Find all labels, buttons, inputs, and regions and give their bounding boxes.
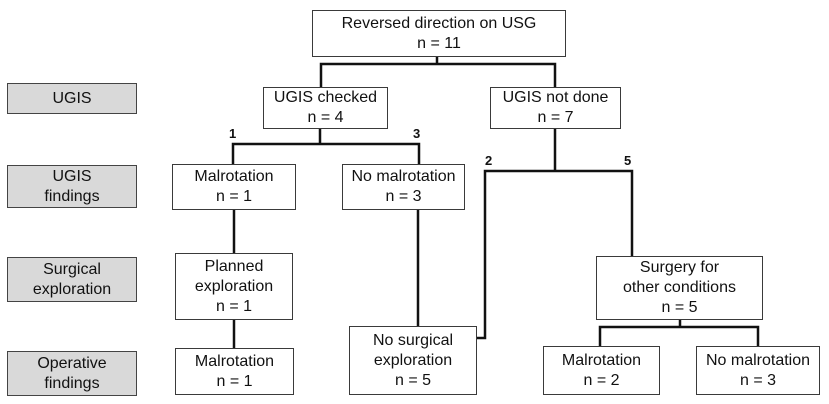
node-title: exploration [194, 277, 274, 295]
node-count: n = 5 [394, 371, 432, 389]
node-malrotation-operative: Malrotation n = 1 [175, 348, 294, 395]
stage-label-ugis: UGIS [7, 83, 137, 114]
node-title: No surgical [372, 331, 454, 349]
branch-count-no-malrotation: 3 [413, 126, 421, 141]
stage-label-ugis-findings: UGIS findings [7, 165, 137, 208]
node-ugis-checked: UGIS checked n = 4 [263, 87, 388, 129]
node-no-malrotation-ugis: No malrotation n = 3 [342, 164, 465, 210]
node-root: Reversed direction on USG n = 11 [312, 10, 566, 57]
node-title: Malrotation [194, 352, 275, 370]
stage-label-line: exploration [32, 280, 112, 298]
node-count: n = 1 [216, 372, 253, 390]
stage-label-line: UGIS [52, 167, 92, 185]
node-count: n = 3 [739, 371, 777, 389]
node-title: UGIS checked [273, 89, 378, 106]
edge-surgery-other-to-operative [598, 318, 760, 348]
node-title: Malrotation [561, 351, 642, 369]
node-title: exploration [373, 351, 453, 369]
stage-label-line: findings [44, 187, 100, 205]
stage-label-operative-findings: Operative findings [7, 351, 137, 396]
edge-ugis-not-done-to-branches [475, 127, 634, 340]
node-no-surgical-exploration: No surgical exploration n = 5 [349, 326, 477, 395]
stage-label-line: findings [44, 374, 100, 392]
node-surgery-other-conditions: Surgery for other conditions n = 5 [596, 256, 763, 320]
node-count: n = 3 [385, 188, 422, 205]
branch-count-malrotation: 1 [229, 126, 237, 141]
edge-ugis-checked-to-findings [231, 127, 421, 166]
stage-label-line: UGIS [52, 89, 92, 107]
node-title: Surgery for [639, 259, 720, 276]
node-title: Reversed direction on USG [341, 14, 537, 32]
node-count: n = 11 [417, 34, 461, 52]
node-count: n = 1 [215, 297, 253, 315]
stage-label-line: Surgical [43, 260, 101, 278]
node-title: Planned [204, 257, 264, 275]
node-title: UGIS not done [502, 89, 609, 106]
node-count: n = 2 [583, 371, 620, 389]
node-no-malrotation-operative: No malrotation n = 3 [696, 346, 820, 395]
node-count: n = 7 [537, 109, 574, 126]
node-malrotation-operative-2: Malrotation n = 2 [543, 346, 660, 395]
branch-count-no-surgical: 2 [485, 153, 493, 168]
node-title: No malrotation [705, 351, 811, 369]
node-ugis-not-done: UGIS not done n = 7 [490, 87, 621, 129]
node-planned-exploration: Planned exploration n = 1 [175, 253, 293, 320]
node-count: n = 5 [661, 299, 698, 316]
stage-label-surgical-exploration: Surgical exploration [7, 257, 137, 302]
branch-count-surgery-other: 5 [624, 153, 632, 168]
node-count: n = 4 [307, 109, 344, 126]
node-title: Malrotation [194, 168, 274, 185]
node-title: No malrotation [351, 168, 456, 185]
node-count: n = 1 [215, 188, 253, 205]
edge-root-to-ugis [319, 55, 557, 89]
node-title: other conditions [623, 279, 736, 296]
stage-label-line: Operative [37, 354, 107, 372]
node-malrotation-ugis: Malrotation n = 1 [172, 164, 296, 210]
